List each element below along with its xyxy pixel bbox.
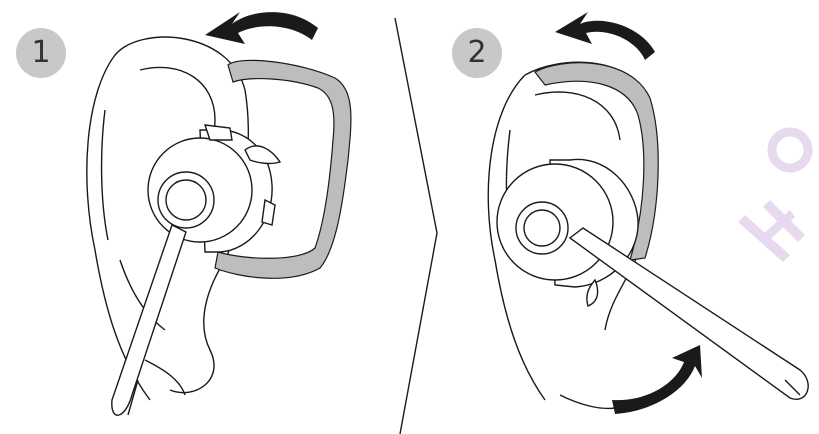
rotate-arrow-icon	[555, 12, 655, 60]
rotate-arrow-icon	[612, 345, 702, 414]
step-2-badge: 2	[452, 28, 502, 78]
panel-step-2	[488, 12, 808, 414]
step-1-badge: 1	[16, 28, 66, 78]
rotate-arrow-icon	[205, 12, 318, 44]
watermark-logo	[738, 132, 808, 262]
panel-divider	[395, 18, 437, 434]
panel-step-1	[87, 12, 351, 415]
